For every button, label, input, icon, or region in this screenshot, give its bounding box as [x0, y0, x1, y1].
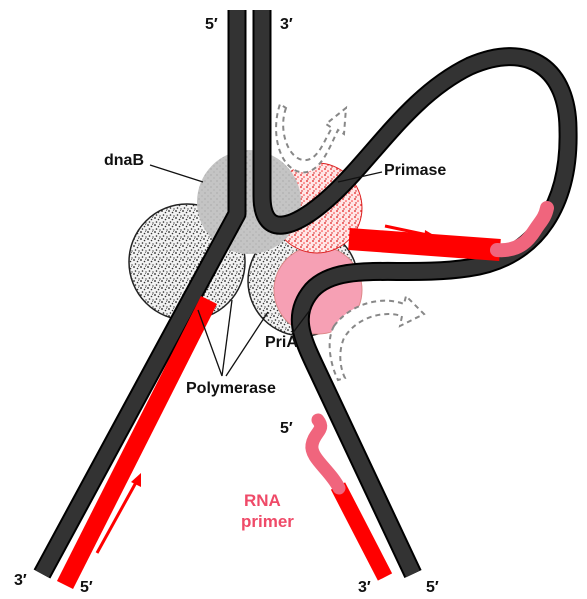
polymerase-label: Polymerase — [186, 380, 276, 397]
primase-label: Primase — [384, 162, 446, 179]
bottom-right-3-prime-label: 3′ — [358, 579, 371, 596]
bottom-left-3-prime-label: 3′ — [14, 572, 27, 589]
bottom-right-5-prime-label: 5′ — [426, 579, 439, 596]
top-3-prime-label: 3′ — [280, 16, 293, 33]
dnab-helicase — [197, 150, 301, 254]
dnab-label: dnaB — [104, 152, 144, 169]
okazaki-fragment-upper — [349, 208, 547, 250]
pria-label: PriA — [265, 334, 298, 351]
primer-label: primer — [241, 512, 294, 531]
lagging-5-prime-label: 5′ — [280, 420, 293, 437]
leading-strand — [65, 300, 209, 585]
rna-label: RNA — [244, 491, 281, 510]
bottom-left-5-prime-label: 5′ — [80, 579, 93, 596]
top-5-prime-label: 5′ — [205, 16, 218, 33]
